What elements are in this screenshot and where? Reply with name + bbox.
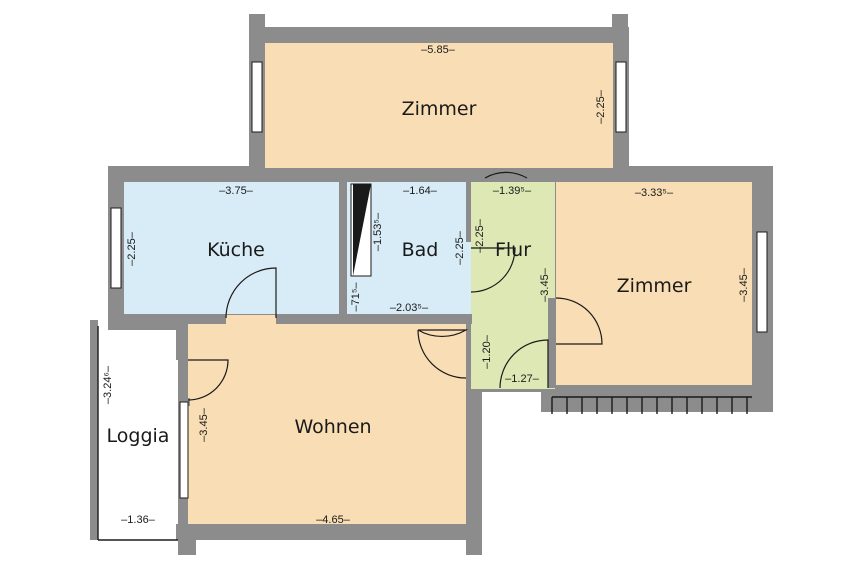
floor-zimmer-top bbox=[265, 43, 613, 168]
room-label-zimmer-right: Zimmer bbox=[617, 275, 692, 297]
wall-stub-loggia bbox=[90, 320, 98, 540]
window-zimmer-top-left bbox=[251, 61, 263, 133]
balcony-railing bbox=[97, 326, 752, 541]
dim-zimmer-right-depth-right: –3.45– bbox=[738, 267, 750, 302]
dim-kueche-depth: –2.25– bbox=[126, 231, 138, 266]
door-bad bbox=[470, 247, 516, 293]
dim-bad-width-top: –1.64– bbox=[403, 185, 438, 197]
dim-bad-width-bottom: –2.03⁵– bbox=[390, 302, 429, 314]
dim-bad-flur-depth: –2.25– bbox=[454, 230, 466, 265]
dim-bad-depth: –1.53⁵– bbox=[372, 212, 384, 251]
door-flur-wohnen-arc bbox=[417, 329, 467, 379]
wall-stub-bottom-left bbox=[178, 537, 196, 555]
dim-loggia-width: –1.36– bbox=[121, 514, 156, 526]
floor-wohnen bbox=[188, 315, 466, 524]
room-label-kueche: Küche bbox=[207, 239, 265, 261]
dim-zimmer-right-depth-left: –3.45– bbox=[539, 267, 551, 302]
door-kueche bbox=[225, 267, 277, 319]
dim-flur-width: –1.39⁵– bbox=[493, 185, 532, 197]
room-label-flur: Flur bbox=[495, 239, 531, 261]
door-flur-wohnen bbox=[417, 329, 469, 337]
floor-zimmer-right bbox=[556, 182, 752, 385]
room-label-loggia: Loggia bbox=[107, 425, 170, 447]
wall-bad-bottom bbox=[276, 314, 472, 324]
door-zimmer-top bbox=[484, 171, 528, 179]
dim-flur-lower-depth: –1.20– bbox=[481, 334, 493, 369]
room-label-bad: Bad bbox=[402, 239, 439, 261]
floor-loggia bbox=[98, 338, 178, 524]
windows bbox=[110, 61, 768, 499]
window-bad-mark bbox=[353, 184, 371, 276]
wall-stub-bottom-right bbox=[466, 537, 482, 555]
dim-zimmer-right-width: –3.33⁵– bbox=[635, 187, 674, 199]
room-label-wohnen: Wohnen bbox=[294, 416, 371, 438]
wall-kueche-bottom bbox=[120, 314, 226, 324]
dim-wohnen-depth: –3.45– bbox=[198, 407, 210, 442]
wall-flur-right-lower bbox=[548, 298, 556, 388]
wall-stub-top-left bbox=[249, 14, 265, 30]
wall-stub-top-right bbox=[612, 14, 628, 30]
wall-bad-flur-stub bbox=[466, 182, 471, 242]
dim-zimmer-top-width: –5.85– bbox=[421, 44, 456, 56]
room-labels: Zimmer Küche Bad Flur Zimmer Wohnen Logg… bbox=[107, 98, 692, 447]
floor-kueche bbox=[124, 182, 339, 314]
dim-kueche-width: –3.75– bbox=[219, 185, 254, 197]
room-label-zimmer-top: Zimmer bbox=[402, 98, 477, 120]
window-zimmer-right bbox=[756, 231, 768, 333]
dim-flur-lower-width: –1.27– bbox=[505, 373, 540, 385]
wall-kueche-bad bbox=[339, 178, 347, 318]
dimension-labels: –5.85– –2.25– –3.75– –2.25– –1.64– –1.53… bbox=[102, 44, 750, 526]
door-wohnen-loggia bbox=[187, 359, 229, 401]
dim-bad-niche: –71⁵– bbox=[350, 282, 362, 312]
doors bbox=[187, 171, 603, 401]
dim-wohnen-width: –4.65– bbox=[316, 514, 351, 526]
door-zimmer-right bbox=[555, 297, 603, 345]
window-zimmer-top-right bbox=[615, 61, 627, 133]
dim-flur-depth: –2.25– bbox=[474, 218, 486, 253]
window-wohnen-loggia bbox=[179, 401, 189, 499]
dim-zimmer-top-depth: –2.25– bbox=[595, 89, 607, 124]
floor-flur-lower bbox=[471, 314, 555, 389]
door-flur-main bbox=[499, 339, 549, 389]
wall-wohnen-left-upper bbox=[176, 338, 188, 360]
room-floors bbox=[98, 43, 752, 524]
dim-loggia-depth: –3.24⁶– bbox=[102, 365, 114, 404]
window-kueche bbox=[110, 207, 122, 289]
